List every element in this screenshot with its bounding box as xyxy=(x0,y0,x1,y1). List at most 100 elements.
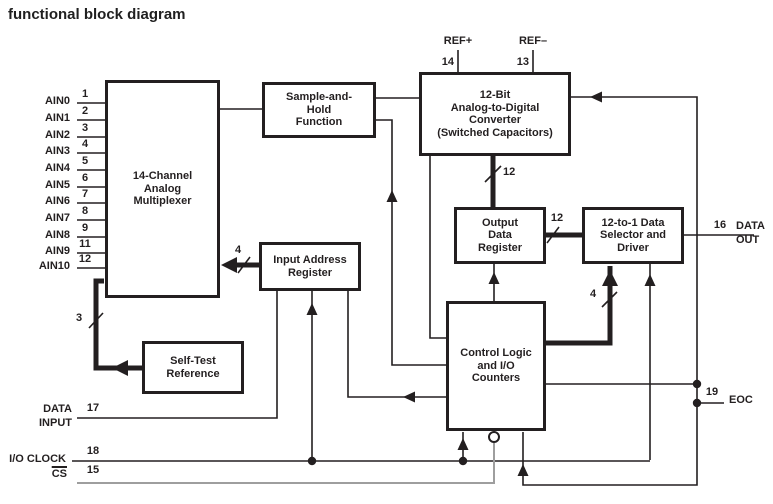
pin-label-ain7: AIN7 xyxy=(44,212,70,224)
arrow-up-samplehold-icon xyxy=(386,190,398,202)
pin-label-data-input-line2: INPUT xyxy=(39,417,72,429)
bus-width-address: 4 xyxy=(234,244,242,256)
pin-number-data-out: 16 xyxy=(713,219,727,231)
pin-label-data-out-line2: OUT xyxy=(736,234,760,246)
block-label-line: 12-to-1 Data xyxy=(601,216,665,229)
page-title: functional block diagram xyxy=(8,6,186,23)
block-label-line: Register xyxy=(477,241,523,254)
block-data-selector-driver: 12-to-1 Data Selector and Driver xyxy=(582,207,684,264)
bus-width-self-test: 3 xyxy=(75,312,83,324)
block-label-line: Driver xyxy=(617,241,649,254)
slash-selftest-bus-icon xyxy=(88,312,104,329)
block-output-data-register: Output Data Register xyxy=(454,207,546,264)
pin-number-ref-plus: 14 xyxy=(441,56,454,68)
pin-number-ain6: 7 xyxy=(81,188,89,200)
pin-number-ain5: 6 xyxy=(81,172,89,184)
arrow-into-adc-icon xyxy=(590,91,602,103)
pin-label-io-clock: I/O CLOCK xyxy=(9,453,66,465)
pin-label-ain9: AIN9 xyxy=(44,245,70,257)
arrow-left-input-address-icon xyxy=(403,391,415,403)
arrow-clock-into-input-address-icon xyxy=(306,303,318,315)
block-label-line: (Switched Capacitors) xyxy=(437,126,553,139)
pin-number-ain8: 9 xyxy=(81,222,89,234)
pin-number-cs: 15 xyxy=(86,464,100,476)
block-label-line: Data xyxy=(488,229,512,242)
pin-label-ref-minus: REF– xyxy=(518,35,548,47)
block-label-line: 14-Channel xyxy=(132,170,193,183)
pin-label-ain6: AIN6 xyxy=(44,195,70,207)
block-label-line: Analog-to-Digital xyxy=(450,101,540,114)
pin-label-data-out-line1: DATA xyxy=(736,220,765,232)
arrow-into-mux-icon xyxy=(221,257,237,273)
pin-number-io-clock: 18 xyxy=(86,445,100,457)
junction-right-net xyxy=(692,379,702,389)
wire-data-input xyxy=(77,291,278,419)
pin-label-ain0: AIN0 xyxy=(44,95,70,107)
pin-number-ain7: 8 xyxy=(81,205,89,217)
block-label-line: Input Address xyxy=(273,254,347,266)
slash-address-bus-icon xyxy=(237,256,251,274)
pin-label-ain3: AIN3 xyxy=(44,145,70,157)
slash-register-bus-icon xyxy=(546,226,560,244)
pin-number-ain2: 3 xyxy=(81,122,89,134)
block-label-line: Converter xyxy=(469,114,521,126)
pin-label-ref-plus: REF+ xyxy=(443,35,473,47)
block-label-line: Register xyxy=(287,266,333,279)
block-label-line: Function xyxy=(295,116,343,129)
block-label-line: Selector and xyxy=(599,229,667,242)
junction-eoc xyxy=(692,398,702,408)
block-analog-multiplexer: 14-Channel Analog Multiplexer xyxy=(105,80,220,298)
arrow-bus-into-selector-icon xyxy=(602,270,618,286)
arrow-clock-into-selector-icon xyxy=(644,274,656,286)
pin-label-cs: CS xyxy=(51,468,67,480)
slash-control-bus-icon xyxy=(601,291,618,308)
arrow-into-output-register-icon xyxy=(488,272,500,284)
block-label-line: Self-Test xyxy=(170,355,216,367)
pin-label-ain1: AIN1 xyxy=(44,112,70,124)
arrow-clock-into-control-icon xyxy=(457,438,469,450)
block-label-line: Hold xyxy=(306,103,332,116)
pin-number-eoc: 19 xyxy=(705,386,719,398)
pin-number-ain3: 4 xyxy=(81,138,89,150)
wire-control-to-input-address xyxy=(347,291,446,398)
block-label-line: Sample-and- xyxy=(285,91,352,104)
block-control-logic: Control Logic and I/O Counters xyxy=(446,301,546,431)
bus-width-register-selector: 12 xyxy=(550,212,564,224)
pin-number-ain9: 11 xyxy=(79,238,91,250)
pin-number-ain1: 2 xyxy=(81,105,89,117)
arrow-right-net-into-control-icon xyxy=(517,464,529,476)
block-sample-and-hold: Sample-and- Hold Function xyxy=(262,82,376,138)
block-label-line: 12-Bit xyxy=(479,89,511,101)
pin-number-ain10: 12 xyxy=(78,253,92,265)
junction-io-clock-2 xyxy=(458,456,468,466)
pin-label-ain5: AIN5 xyxy=(44,179,70,191)
wire-control-to-samplehold xyxy=(374,119,446,366)
bus-width-control-selector: 4 xyxy=(589,288,597,300)
block-self-test-reference: Self-Test Reference xyxy=(142,341,244,394)
pin-label-ain10: AIN10 xyxy=(38,260,70,272)
block-label-line: Counters xyxy=(471,372,521,385)
arrowheads xyxy=(112,91,656,476)
pin-label-ain2: AIN2 xyxy=(44,129,70,141)
pin-label-ain4: AIN4 xyxy=(44,162,70,174)
pin-number-data-input: 17 xyxy=(86,402,100,414)
bus-width-adc-out: 12 xyxy=(503,166,516,178)
pin-number-ain4: 5 xyxy=(81,155,89,167)
slash-adc-bus-icon xyxy=(484,165,502,183)
pin-label-eoc: EOC xyxy=(729,394,753,406)
bus-control-to-selector xyxy=(544,266,613,346)
block-label-line: Reference xyxy=(166,367,220,380)
block-input-address-register: Input Address Register xyxy=(259,242,361,291)
pin-number-ref-minus: 13 xyxy=(516,56,529,68)
inverter-bubble-icon xyxy=(488,431,500,443)
block-label-line: Multiplexer xyxy=(133,195,192,208)
junction-io-clock-1 xyxy=(307,456,317,466)
block-label-line: Control Logic xyxy=(460,347,532,360)
block-label-line: Output xyxy=(481,216,519,229)
wire-cs xyxy=(77,443,495,484)
bus-width-slashes xyxy=(88,165,618,329)
analog-input-wires xyxy=(77,102,108,269)
pin-label-data-input-line1: DATA xyxy=(43,403,72,415)
wire-adc-to-control xyxy=(429,156,446,339)
